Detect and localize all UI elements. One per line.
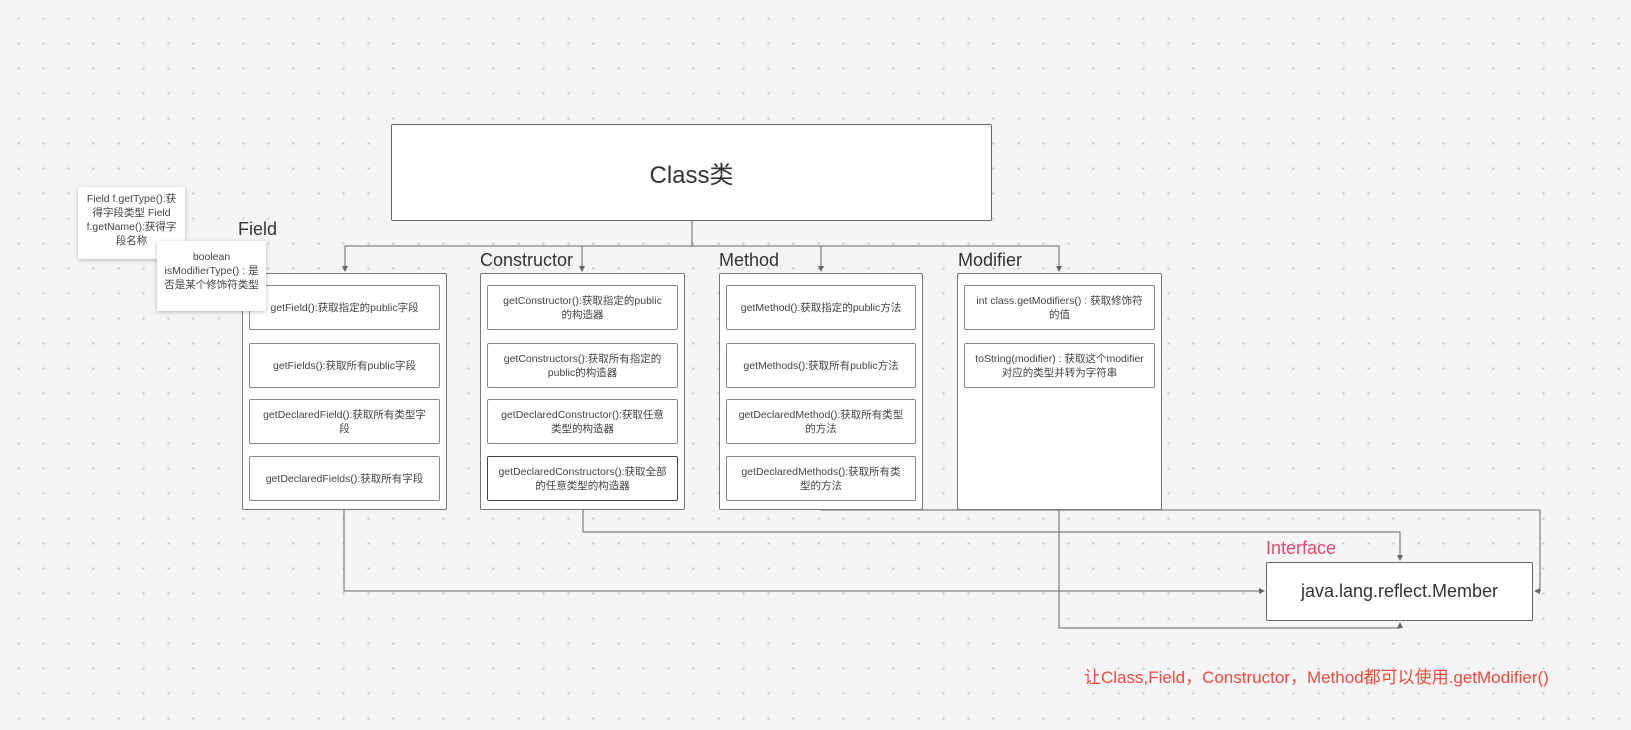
modifier-panel: int class.getModifiers() : 获取修饰符的值 toStr…	[957, 273, 1162, 510]
method-item: getDeclaredMethods():获取所有类型的方法	[726, 456, 916, 501]
method-item: getDeclaredMethod():获取所有类型的方法	[726, 399, 916, 444]
constructor-heading: Constructor	[480, 250, 574, 270]
method-item: getMethod():获取指定的public方法	[726, 285, 916, 330]
field-note-text: Field f.getType():获得字段类型 Field f.getName…	[86, 193, 177, 247]
modifier-item: int class.getModifiers() : 获取修饰符的值	[964, 285, 1155, 330]
member-box: java.lang.reflect.Member	[1266, 562, 1533, 621]
class-box-label: Class类	[649, 162, 734, 189]
method-item: getMethods():获取所有public方法	[726, 343, 916, 388]
field-sticky-note: Field f.getType():获得字段类型 Field f.getName…	[78, 187, 185, 259]
field-item: getDeclaredFields():获取所有字段	[249, 456, 440, 501]
modifier-heading: Modifier	[958, 250, 1023, 270]
modifier-item: toString(modifier) : 获取这个modifier对应的类型并转…	[964, 343, 1155, 388]
field-to-member-line	[343, 502, 1265, 594]
constructor-item: getConstructor():获取指定的public的构造器	[487, 285, 678, 330]
constructor-item: getConstructors():获取所有指定的public的构造器	[487, 343, 678, 388]
field-panel: getField():获取指定的public字段 getFields():获取所…	[242, 273, 447, 510]
footer-annotation: 让Class,Field，Constructor，Method都可以使用.get…	[1084, 668, 1549, 687]
class-to-modifier-line	[821, 245, 1062, 272]
field-heading: Field	[238, 219, 278, 239]
constructor-item: getDeclaredConstructor():获取任意类型的构造器	[487, 399, 678, 444]
member-box-label: java.lang.reflect.Member	[1300, 581, 1499, 601]
modifier-note-text: boolean isModifierType() : 是否是某个修饰符类型	[164, 251, 259, 291]
field-item: getFields():获取所有public字段	[249, 343, 440, 388]
method-heading: Method	[719, 250, 780, 270]
class-box: Class类	[391, 124, 992, 221]
method-panel: getMethod():获取指定的public方法 getMethods():获…	[719, 273, 923, 510]
constructor-panel: getConstructor():获取指定的public的构造器 getCons…	[480, 273, 685, 510]
field-item: getDeclaredField():获取所有类型字段	[249, 399, 440, 444]
modifier-sticky-note: boolean isModifierType() : 是否是某个修饰符类型	[157, 241, 266, 311]
constructor-item: getDeclaredConstructors():获取全部的任意类型的构造器	[487, 456, 678, 501]
interface-label: Interface	[1266, 538, 1337, 558]
field-item: getField():获取指定的public字段	[249, 285, 440, 330]
